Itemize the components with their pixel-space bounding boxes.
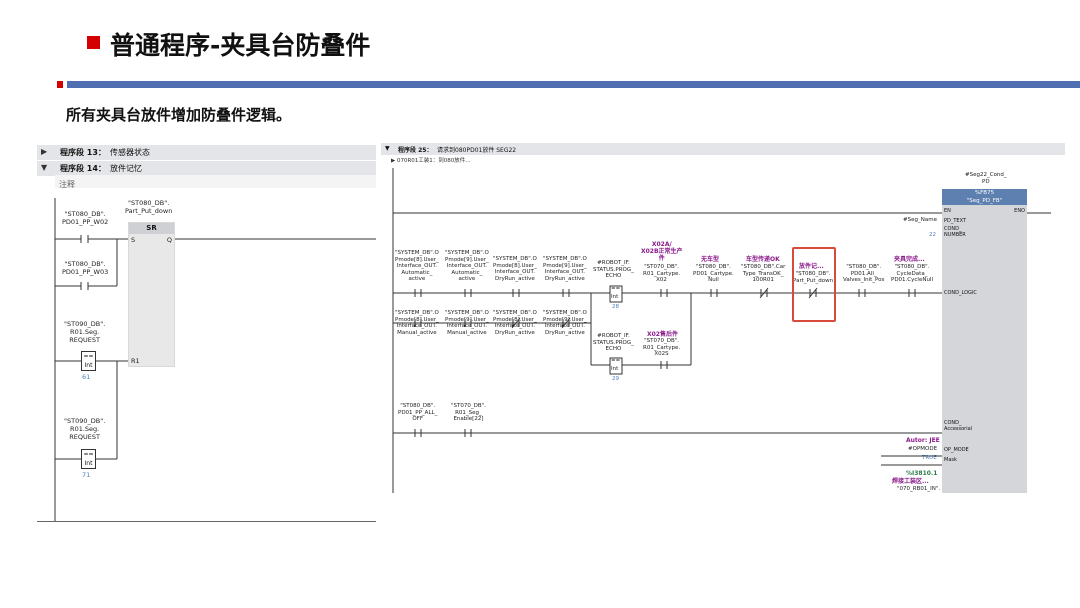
- contact-tag: "ST080_DB". PD01_PP_ALL_ OFF: [398, 403, 438, 422]
- contact-comment: 放件记...: [799, 263, 824, 270]
- compare-block[interactable]: == Int: [81, 449, 96, 469]
- fb-pin-eno: ENO: [1014, 208, 1025, 214]
- fb-number: %FB75: [974, 190, 995, 196]
- network-title-line: ▶ 070R01工装1：到080放件...: [391, 158, 471, 164]
- sr-type: SR: [129, 223, 174, 234]
- compare-op: ==: [611, 358, 621, 364]
- left-ladder-wires: [54, 198, 376, 521]
- function-block[interactable]: %FB75 "Seg_PD_FB" EN ENO PD_TEXT COND_ N…: [942, 189, 1027, 493]
- contact-tag: "ST080_DB". PD01_PP_W02: [62, 210, 109, 226]
- compare-block[interactable]: == Int: [81, 351, 96, 371]
- network-comment[interactable]: 注释: [59, 180, 75, 189]
- compare-type: Int: [611, 366, 619, 372]
- fb-input-seg-name: #Seg_Name: [903, 217, 937, 223]
- compare-value: 61: [82, 373, 91, 381]
- fb-instance: #Seg22_Cond_ PD: [965, 172, 1007, 185]
- fb-pin-cond-number: COND_ NUMBER: [944, 226, 966, 238]
- network-label: 程序段 25：: [398, 147, 433, 154]
- compare-type: Int: [84, 362, 93, 369]
- contact-tag: "ST080_DB". PD01_Cartype. Null: [693, 264, 734, 283]
- contact-tag: "ST090_DB". R01.Seg. REQUEST: [64, 320, 106, 344]
- right-ladder-wires: [392, 168, 1051, 493]
- comment-band: [55, 175, 376, 188]
- fb-input-mask-tag: "070_RB01_IN".: [897, 486, 941, 492]
- network-desc: 放件记忆: [110, 164, 142, 173]
- fb-pin-cond-logic: COND_LOGIC: [944, 290, 977, 296]
- contact-comment: X02A/ X02B正常生产 件: [641, 241, 683, 262]
- page-subtitle: 所有夹具台放件增加防叠件逻辑。: [66, 106, 292, 124]
- contact-tag: "ST070_DB". R01_Cartype. X02S: [643, 338, 681, 357]
- fb-name: "Seg_PD_FB": [966, 198, 1003, 204]
- fb-input-true: TRUE: [922, 455, 937, 461]
- fb-input-mask-addr: %I3810.1: [906, 470, 938, 477]
- compare-type: Int: [84, 460, 93, 467]
- highlight-box: [792, 247, 836, 322]
- sr-pin-q: Q: [166, 236, 172, 244]
- network-desc: 传感器状态: [110, 148, 150, 157]
- network-label: 程序段 13：: [60, 148, 106, 157]
- left-ladder-editor: ▶ 程序段 13： 传感器状态 ▼ 程序段 14： 放件记忆 注释 "ST080…: [37, 143, 376, 522]
- compare-op: ==: [611, 286, 621, 292]
- right-ladder-editor: ▼ 程序段 25： 请求到080PD01放件 SEG22 ▶ 070R01工装1…: [381, 143, 1065, 493]
- network-14-row[interactable]: ▼ 程序段 14： 放件记忆: [37, 161, 376, 176]
- contact-comment: 夹具完成...: [894, 256, 925, 263]
- fb-input-number: 22: [929, 232, 936, 238]
- contact-tag: "ST070_DB". R01_Cartype. X02: [643, 264, 681, 283]
- contact-tag: "ST080_DB". PD01_PP_W03: [62, 260, 109, 276]
- fb-input-mask-name: 焊接工装区...: [892, 478, 929, 485]
- contact-tag: "SYSTEM_DB".O Pmode[8].User_ Interface_O…: [493, 310, 537, 336]
- contact-tag: "ST080_DB".Car Type_TransOK_ 100R01: [741, 264, 786, 283]
- page-title: 普通程序-夹具台防叠件: [110, 31, 371, 60]
- compare-value: 29: [612, 376, 619, 382]
- contact-tag: "SYSTEM_DB".O Pmode[9].User_ Interface_O…: [445, 250, 489, 282]
- contact-comment: 无车型: [701, 256, 720, 263]
- header-band: [67, 81, 1080, 88]
- sr-pin-r1: R1: [131, 357, 140, 365]
- contact-tag: "ST080_DB". CycleData_ PD01.CycleNull: [891, 264, 933, 283]
- sr-pin-s: S: [131, 236, 136, 244]
- fb-pin-en: EN: [944, 208, 951, 214]
- network-label: 程序段 14：: [60, 164, 106, 173]
- sr-flipflop-block[interactable]: SR S Q R1: [128, 222, 175, 367]
- collapsed-arrow-icon[interactable]: ▶: [41, 147, 48, 156]
- fb-header: %FB75 "Seg_PD_FB": [942, 189, 1027, 205]
- expanded-arrow-icon[interactable]: ▼: [41, 163, 48, 172]
- compare-value: 71: [82, 471, 91, 479]
- sr-instance-name: "ST080_DB". Part_Put_down: [125, 199, 173, 215]
- fb-input-opmode: #OPMODE: [908, 446, 938, 452]
- compare-op: ==: [83, 451, 94, 458]
- compare-value: 28: [612, 304, 619, 310]
- contact-comment: 车型传递OK: [746, 256, 780, 263]
- contact-tag: "SYSTEM_DB".O Pmode[9].User_ Interface_O…: [543, 310, 587, 336]
- contact-tag: "ST070_DB". R01_Seg_ Enable[22]: [451, 403, 486, 422]
- compare-type: Int: [611, 294, 619, 300]
- contact-tag: "SYSTEM_DB".O Pmode[8].User_ Interface_O…: [395, 310, 439, 336]
- contact-tag: "ST090_DB". R01.Seg. REQUEST: [64, 417, 106, 441]
- contact-tag: "ST080_DB". Part_Put_down: [793, 271, 834, 284]
- contact-tag: "ST080_DB". PD01.All_ Valves_Init_Pos: [843, 264, 885, 283]
- fb-pin-pd-text: PD_TEXT: [944, 218, 966, 224]
- contact-tag: #ROBOT_IF. STATUS.PROG_ ECHO: [593, 260, 634, 279]
- network-25-row[interactable]: ▼ 程序段 25： 请求到080PD01放件 SEG22: [381, 143, 1065, 155]
- fb-pin-op-mode: OP_MODE: [944, 447, 969, 453]
- expanded-arrow-icon[interactable]: ▼: [385, 145, 390, 152]
- contact-tag: "SYSTEM_DB".O Pmode[9].User_ Interface_O…: [543, 256, 587, 282]
- fb-input-author: Autor: JEE: [906, 437, 940, 444]
- contact-tag: "SYSTEM_DB".O Pmode[8].User_ Interface_O…: [395, 250, 439, 282]
- contact-tag: #ROBOT_IF. STATUS.PROG_ ECHO: [593, 333, 634, 352]
- header-band-accent: [57, 81, 63, 88]
- title-bullet: [87, 36, 100, 49]
- network-13-row[interactable]: ▶ 程序段 13： 传感器状态: [37, 145, 376, 160]
- fb-pin-cond-accessorial: COND_ Accessorial: [944, 420, 973, 432]
- compare-op: ==: [83, 353, 94, 360]
- contact-tag: "SYSTEM_DB".O Pmode[8].User_ Interface_O…: [493, 256, 537, 282]
- contact-tag: "SYSTEM_DB".O Pmode[9].User_ Interface_O…: [445, 310, 489, 336]
- network-desc: 请求到080PD01放件 SEG22: [437, 147, 517, 154]
- contact-comment: X02售后件: [647, 331, 678, 338]
- fb-pin-mask: Mask: [944, 457, 957, 463]
